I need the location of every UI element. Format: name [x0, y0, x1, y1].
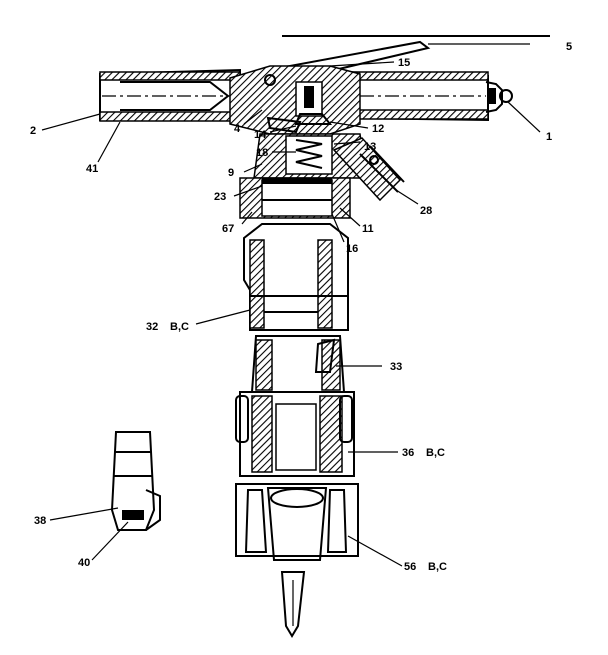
label-part-32-bc: B,C — [170, 321, 189, 333]
label-part-14: 14 — [254, 129, 267, 141]
label-part-28: 28 — [420, 205, 432, 217]
label-part-9: 9 — [228, 167, 234, 179]
label-part-32: 32 — [146, 321, 158, 333]
label-part-4: 4 — [234, 123, 241, 135]
label-part-36: 36 — [402, 447, 414, 459]
label-part-38: 38 — [34, 515, 46, 527]
left-handle — [99, 68, 241, 122]
label-part-23: 23 — [214, 191, 226, 203]
label-part-36-bc: B,C — [426, 447, 445, 459]
cylinder-top — [239, 177, 351, 219]
label-part-1: 1 — [546, 131, 552, 143]
label-part-5: 5 — [566, 41, 572, 53]
label-part-41: 41 — [86, 163, 98, 175]
chisel-tip — [280, 571, 306, 638]
valve-head — [229, 65, 361, 135]
label-part-33: 33 — [390, 361, 402, 373]
label-part-16: 16 — [346, 243, 358, 255]
cylinder-sleeve — [243, 223, 349, 331]
label-part-12: 12 — [372, 123, 384, 135]
retainer — [235, 483, 359, 561]
label-part-2: 2 — [30, 125, 36, 137]
label-part-56-bc: B,C — [428, 561, 447, 573]
detail-bushing — [110, 431, 161, 531]
lower-housing — [235, 391, 355, 477]
label-part-56: 56 — [404, 561, 416, 573]
label-part-40: 40 — [78, 557, 90, 569]
label-part-13: 13 — [364, 141, 376, 153]
label-part-15: 15 — [398, 57, 410, 69]
label-part-67: 67 — [222, 223, 234, 235]
barrel — [250, 335, 346, 393]
part-labels: 5 15 1 2 41 4 14 12 13 18 9 23 28 67 11 … — [30, 41, 572, 573]
right-handle — [339, 70, 513, 122]
label-part-11: 11 — [362, 223, 374, 235]
leader-lines — [41, 43, 541, 567]
label-part-18: 18 — [256, 147, 268, 159]
